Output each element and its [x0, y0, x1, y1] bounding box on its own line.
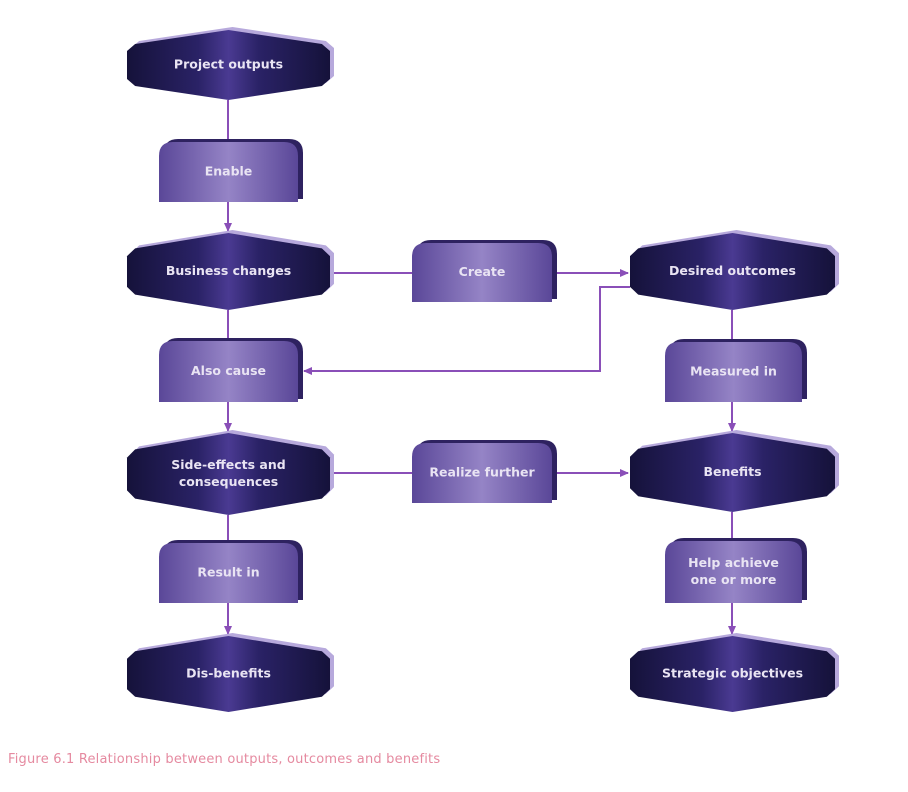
hexagon-shape [630, 433, 835, 512]
box-shape [412, 443, 552, 503]
hexagon-shape [630, 636, 835, 712]
node-label: Benefits [703, 464, 761, 479]
node-measured-in: Measured in [665, 339, 807, 402]
node-label: Dis-benefits [186, 666, 271, 681]
hexagon-shape [127, 636, 330, 712]
node-dis-benefits: Dis-benefits [127, 633, 334, 712]
box-shape [159, 142, 298, 202]
node-project-outputs: Project outputs [127, 27, 334, 100]
box-shape [665, 541, 802, 603]
node-label: Project outputs [174, 57, 283, 72]
box-shape [159, 341, 298, 402]
hexagon-shape [127, 233, 330, 310]
node-label: Result in [197, 565, 259, 580]
node-label: Also cause [191, 363, 266, 378]
node-label: Realize further [429, 465, 535, 480]
figure-caption: Figure 6.1 Relationship between outputs,… [8, 752, 441, 767]
node-label: Enable [205, 164, 253, 179]
connectors [224, 100, 736, 635]
node-label: consequences [179, 474, 278, 489]
node-label: Create [459, 264, 506, 279]
node-label: Side-effects and [171, 457, 285, 472]
node-label: Measured in [690, 364, 777, 379]
node-side-effects: Side-effects and consequences [127, 430, 334, 515]
node-enable: Enable [159, 139, 303, 202]
node-label: Desired outcomes [669, 263, 796, 278]
node-create: Create [412, 240, 557, 302]
node-label: Help achieve [688, 555, 779, 570]
node-also-cause: Also cause [159, 338, 303, 402]
node-business-changes: Business changes [127, 230, 334, 310]
node-benefits: Benefits [630, 430, 839, 512]
node-strategic-objectives: Strategic objectives [630, 633, 839, 712]
box-shape [159, 543, 298, 603]
node-label: Strategic objectives [662, 666, 803, 681]
hexagon-shape [127, 433, 330, 515]
node-label: Business changes [166, 263, 291, 278]
box-shape [412, 243, 552, 302]
node-result-in: Result in [159, 540, 303, 603]
edge-desired-outcomes-to-also-cause [303, 286, 630, 375]
hexagon-shape [630, 233, 835, 310]
box-shape [665, 342, 802, 402]
node-desired-outcomes: Desired outcomes [630, 230, 839, 310]
node-realize-further: Realize further [412, 440, 557, 503]
hexagon-shape [127, 30, 330, 100]
node-help-achieve: Help achieve one or more [665, 538, 807, 603]
node-label: one or more [691, 572, 777, 587]
